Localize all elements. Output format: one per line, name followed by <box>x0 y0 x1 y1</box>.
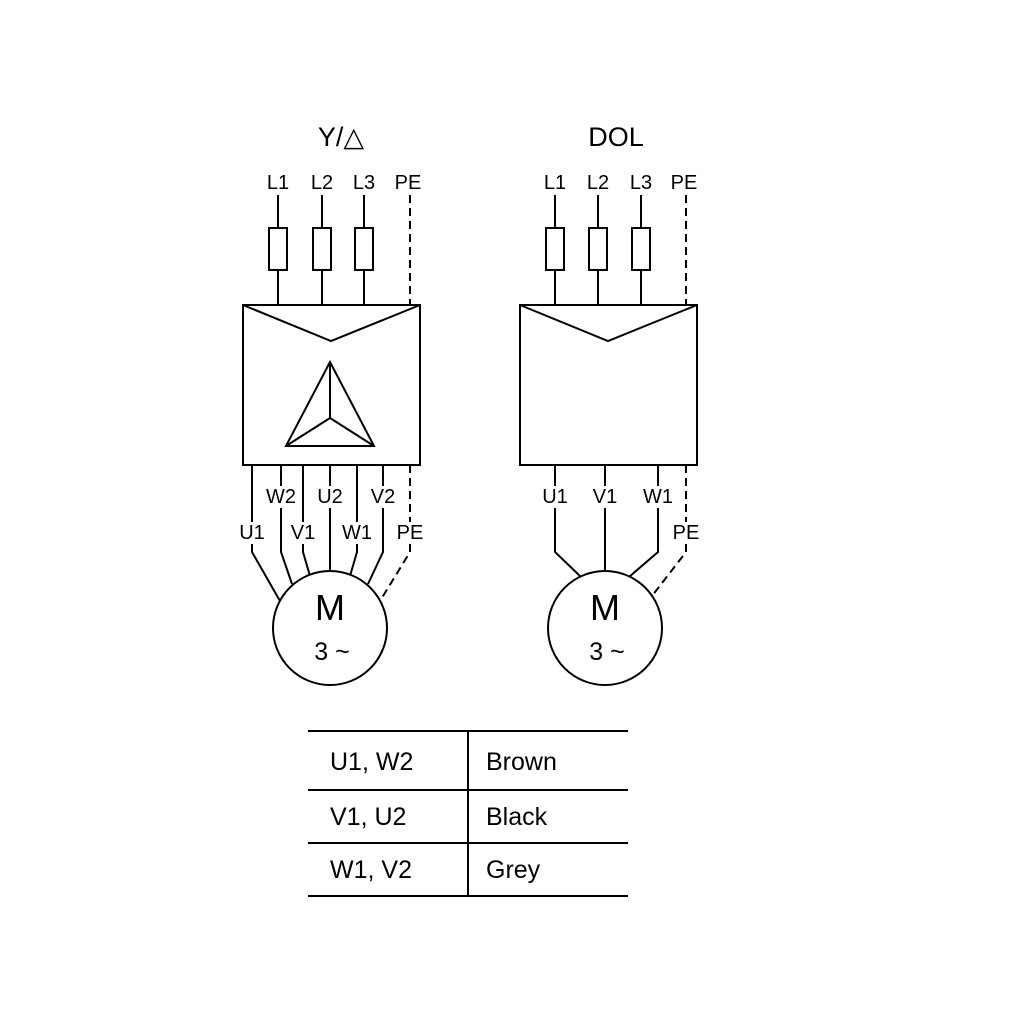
motor-wire-pe <box>651 465 687 597</box>
phase-label-l3: L3 <box>353 172 375 194</box>
pe-label-bottom: PE <box>673 522 700 544</box>
motor-symbol: M 3 ~ <box>547 570 663 686</box>
box-chevron <box>242 304 421 343</box>
fuse-icon <box>268 227 288 271</box>
supply-wire-l1 <box>268 195 288 305</box>
fuse-icon <box>354 227 374 271</box>
table-cell-terminals: W1, V2 <box>330 856 412 884</box>
supply-wire-l2 <box>588 195 608 305</box>
terminal-label-u1: U1 <box>542 486 568 508</box>
terminal-label-v1: V1 <box>291 522 315 544</box>
motor-phase: 3 ~ <box>314 638 349 666</box>
table-row: U1, W2 Brown <box>330 748 557 776</box>
star-delta-diagram: Y/△ L1 L2 L3 PE <box>239 122 424 686</box>
terminal-label-w1: W1 <box>342 522 372 544</box>
motor-wire-u1 <box>554 465 582 578</box>
pe-label-top: PE <box>671 172 698 194</box>
terminal-label-w1: W1 <box>643 486 673 508</box>
table-cell-terminals: U1, W2 <box>330 748 413 776</box>
delta-inner-line <box>285 417 331 447</box>
phase-label-l2: L2 <box>311 172 333 194</box>
terminal-label-u2: U2 <box>317 486 343 508</box>
table-cell-color: Black <box>486 803 548 831</box>
motor-wire-w1 <box>349 465 358 577</box>
motor-wire-pe <box>379 465 411 602</box>
supply-wire-l2 <box>312 195 332 305</box>
fuse-icon <box>312 227 332 271</box>
table-row: V1, U2 Black <box>330 803 548 831</box>
supply-wire-l1 <box>545 195 565 305</box>
table-row: W1, V2 Grey <box>330 856 541 884</box>
delta-inner-line <box>329 417 375 447</box>
motor-wire-w2 <box>280 465 293 585</box>
star-delta-title: Y/△ <box>318 122 365 152</box>
supply-wire-l3 <box>354 195 374 305</box>
terminal-label-u1: U1 <box>239 522 265 544</box>
pe-label-bottom: PE <box>397 522 424 544</box>
motor-phase: 3 ~ <box>589 638 624 666</box>
fuse-icon <box>545 227 565 271</box>
delta-symbol-icon <box>284 359 376 447</box>
motor-wire-w1 <box>628 465 659 578</box>
terminal-label-v1: V1 <box>593 486 617 508</box>
terminal-label-v2: V2 <box>371 486 395 508</box>
delta-triangle <box>284 359 376 447</box>
phase-label-l2: L2 <box>587 172 609 194</box>
starter-box <box>519 304 698 466</box>
table-cell-color: Grey <box>486 856 541 884</box>
terminal-label-w2: W2 <box>266 486 296 508</box>
box-chevron <box>519 304 698 343</box>
pe-label-top: PE <box>395 172 422 194</box>
fuse-icon <box>631 227 651 271</box>
wire-color-table: U1, W2 Brown V1, U2 Black W1, V2 Grey <box>308 730 628 897</box>
motor-wire-v1 <box>302 465 311 577</box>
fuse-icon <box>588 227 608 271</box>
motor-symbol: M 3 ~ <box>272 570 388 686</box>
motor-letter: M <box>590 587 620 628</box>
phase-label-l1: L1 <box>544 172 566 194</box>
table-cell-terminals: V1, U2 <box>330 803 406 831</box>
motor-wire-u1 <box>251 465 281 602</box>
phase-label-l3: L3 <box>630 172 652 194</box>
starter-box <box>242 304 421 466</box>
motor-circle <box>547 570 663 686</box>
motor-letter: M <box>315 587 345 628</box>
table-cell-color: Brown <box>486 748 557 776</box>
dol-title: DOL <box>588 122 644 152</box>
motor-circle <box>272 570 388 686</box>
dol-diagram: DOL L1 L2 L3 PE U1 <box>519 122 700 686</box>
phase-label-l1: L1 <box>267 172 289 194</box>
motor-wire-v2 <box>367 465 384 585</box>
supply-wire-l3 <box>631 195 651 305</box>
